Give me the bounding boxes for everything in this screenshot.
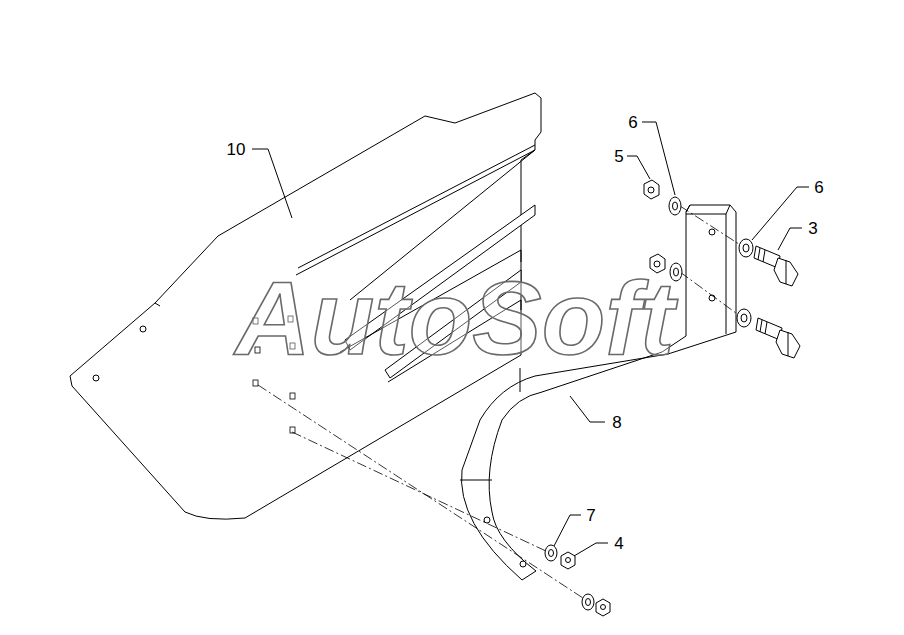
callout-number: 5: [614, 148, 623, 165]
callout-number: 6: [814, 179, 823, 196]
callout-number: 3: [808, 220, 817, 237]
watermark: AutoSoft: [236, 266, 675, 370]
callout-number: 6: [628, 114, 637, 131]
callout-number: 7: [586, 507, 595, 524]
callout-number: 10: [227, 141, 246, 158]
callout-number: 4: [614, 535, 623, 552]
callout-number: 8: [612, 414, 621, 431]
